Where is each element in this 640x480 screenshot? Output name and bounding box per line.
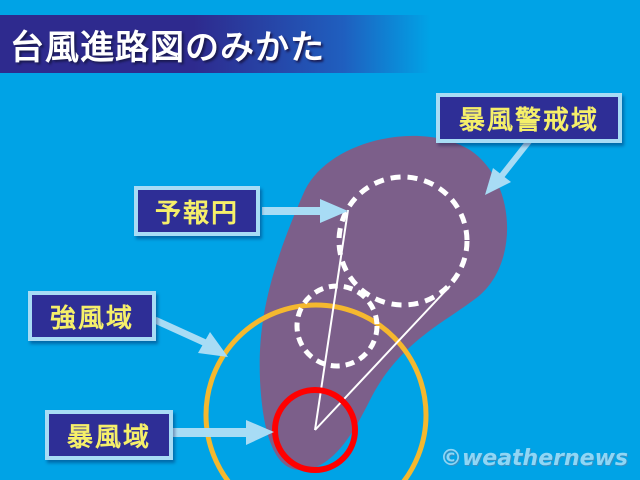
strong-wind-circle [203,302,429,480]
arrow-warning [497,138,533,180]
label-storm-warning-area: 暴風警戒域 [436,93,622,143]
label-strong-wind-area: 強風域 [28,291,156,341]
page-title: 台風進路図のみかた [10,28,325,68]
arrow-strong-head [198,332,228,357]
arrows [153,138,533,445]
label-storm-area: 暴風域 [45,410,173,460]
arrow-storm-head [246,420,274,445]
arrow-forecast-head [320,199,348,223]
forecast-line-right [314,285,451,431]
title-bar [0,15,430,73]
arrow-forecast [262,207,324,215]
forecast-circle-large [336,174,470,308]
storm-circle [272,387,358,473]
arrow-strong [153,316,212,349]
arrow-warning-head [485,168,511,195]
credit-watermark: ©weathernews [439,446,628,471]
label-forecast-circle: 予報円 [134,186,260,236]
arrow-storm [170,428,248,437]
